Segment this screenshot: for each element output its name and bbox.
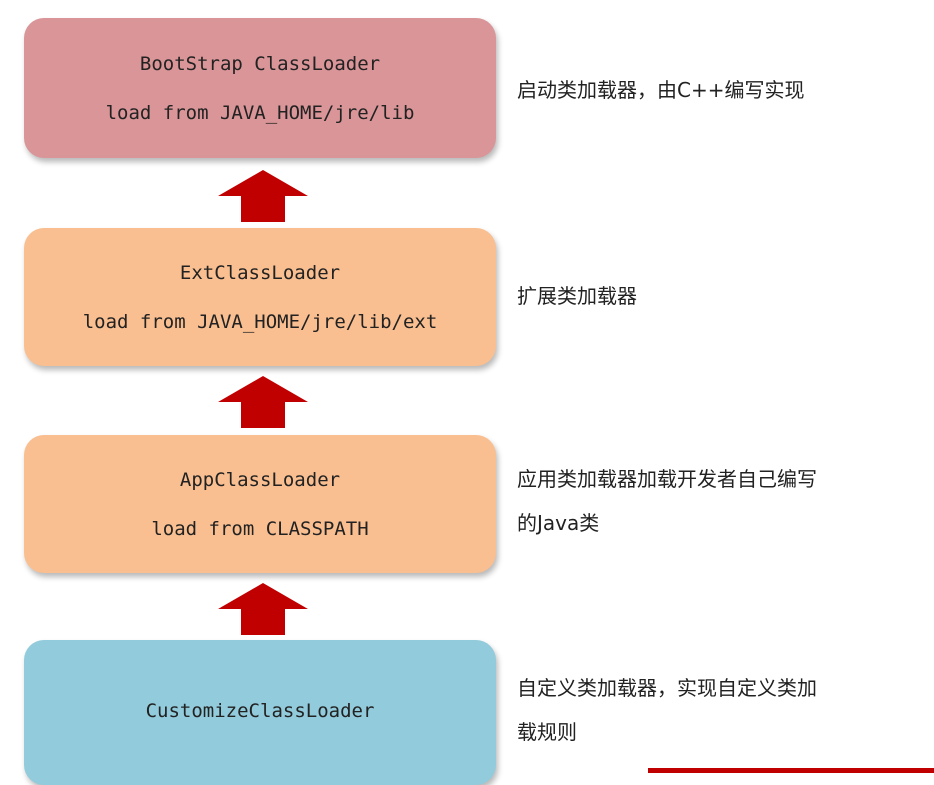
bootstrap-classloader-path: load from JAVA_HOME/jre/lib [105, 101, 415, 124]
up-arrow-icon [218, 376, 308, 428]
decorative-corner-bar [648, 768, 934, 773]
app-description-line: 应用类加载器加载开发者自己编写 [517, 467, 817, 491]
app-classloader-path: load from CLASSPATH [151, 517, 369, 540]
app-description-line: 的Java类 [517, 511, 600, 535]
up-arrow-icon [218, 170, 308, 222]
ext-description-text: 扩展类加载器 [517, 284, 637, 308]
ext-classloader-path: load from JAVA_HOME/jre/lib/ext [82, 310, 438, 333]
customize-classloader-name: CustomizeClassLoader [145, 700, 375, 722]
customize-description-line: 自定义类加载器，实现自定义类加 [517, 676, 817, 700]
ext-classloader-description: 扩展类加载器 [517, 274, 897, 318]
app-classloader-description: 应用类加载器加载开发者自己编写 的Java类 [517, 457, 897, 545]
bootstrap-description-text: 启动类加载器，由C++编写实现 [517, 78, 805, 102]
ext-classloader-name: ExtClassLoader [179, 261, 341, 284]
customize-description-line: 载规则 [517, 720, 577, 744]
bootstrap-classloader-name: BootStrap ClassLoader [139, 52, 381, 75]
ext-classloader-box: ExtClassLoader load from JAVA_HOME/jre/l… [24, 228, 496, 366]
bootstrap-classloader-description: 启动类加载器，由C++编写实现 [517, 68, 897, 112]
app-classloader-box: AppClassLoader load from CLASSPATH [24, 435, 496, 573]
app-classloader-name: AppClassLoader [179, 468, 341, 491]
up-arrow-icon [218, 583, 308, 635]
customize-classloader-description: 自定义类加载器，实现自定义类加 载规则 [517, 666, 897, 754]
bootstrap-classloader-box: BootStrap ClassLoader load from JAVA_HOM… [24, 18, 496, 158]
customize-classloader-box: CustomizeClassLoader [24, 640, 496, 785]
